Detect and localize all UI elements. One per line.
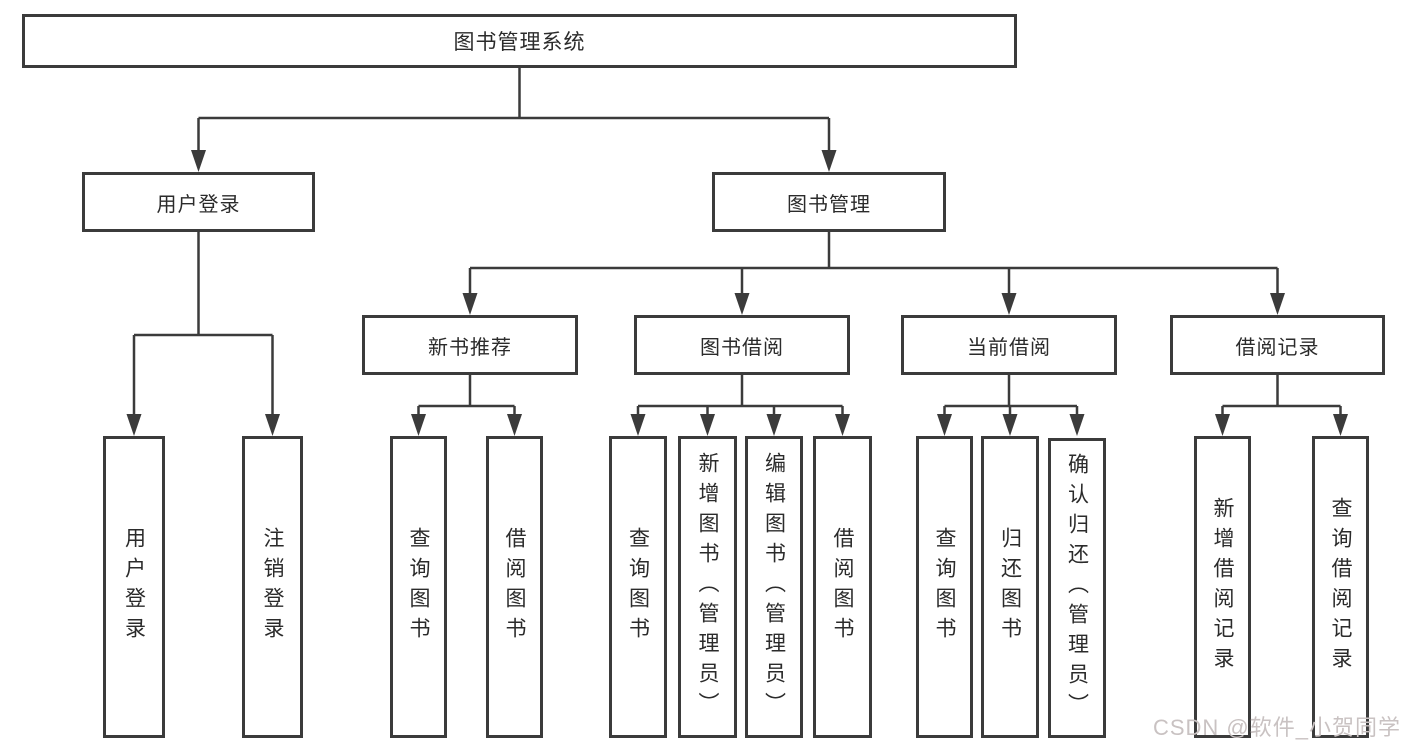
leaf-query-borrow-record: 查询借阅记录 <box>1312 436 1369 738</box>
leaf-add-books-admin: 新增图书（管理员） <box>678 436 737 738</box>
leaf-query-books-2-label: 查询图书 <box>626 527 650 647</box>
leaf-user-login: 用户登录 <box>103 436 165 738</box>
leaf-borrow-books-2-label: 借阅图书 <box>831 527 854 647</box>
node-new-book-recommendation: 新书推荐 <box>362 315 578 375</box>
leaf-query-books-3: 查询图书 <box>916 436 973 738</box>
leaf-borrow-books-2: 借阅图书 <box>813 436 872 738</box>
leaf-query-books-1-label: 查询图书 <box>407 527 430 647</box>
leaf-logout-label: 注销登录 <box>261 527 284 647</box>
leaf-confirm-return-admin-label: 确认归还（管理员） <box>1065 453 1089 723</box>
node-book-management-branch: 图书管理 <box>712 172 946 232</box>
node-book-borrowing: 图书借阅 <box>634 315 850 375</box>
leaf-edit-books-admin: 编辑图书（管理员） <box>745 436 803 738</box>
leaf-user-login-label: 用户登录 <box>122 527 146 647</box>
leaf-logout: 注销登录 <box>242 436 303 738</box>
leaf-borrow-books-1-label: 借阅图书 <box>503 527 526 647</box>
leaf-query-books-3-label: 查询图书 <box>933 527 956 647</box>
node-current-borrowing: 当前借阅 <box>901 315 1117 375</box>
leaf-add-borrow-record-label: 新增借阅记录 <box>1211 497 1234 677</box>
leaf-edit-books-admin-label: 编辑图书（管理员） <box>762 452 786 722</box>
node-user-login-branch: 用户登录 <box>82 172 315 232</box>
leaf-query-books-2: 查询图书 <box>609 436 667 738</box>
node-borrowing-records: 借阅记录 <box>1170 315 1385 375</box>
csdn-watermark: CSDN @软件_小贺同学 <box>1152 715 1401 740</box>
leaf-confirm-return-admin: 确认归还（管理员） <box>1048 438 1106 738</box>
leaf-query-borrow-record-label: 查询借阅记录 <box>1329 497 1352 677</box>
leaf-query-books-1: 查询图书 <box>390 436 447 738</box>
leaf-add-borrow-record: 新增借阅记录 <box>1194 436 1251 738</box>
arrowheads <box>126 150 1348 436</box>
leaf-add-books-admin-label: 新增图书（管理员） <box>696 452 719 722</box>
leaf-borrow-books-1: 借阅图书 <box>486 436 543 738</box>
leaf-return-books: 归还图书 <box>981 436 1039 738</box>
node-book-management-system: 图书管理系统 <box>22 14 1017 68</box>
leaf-return-books-label: 归还图书 <box>998 527 1022 647</box>
